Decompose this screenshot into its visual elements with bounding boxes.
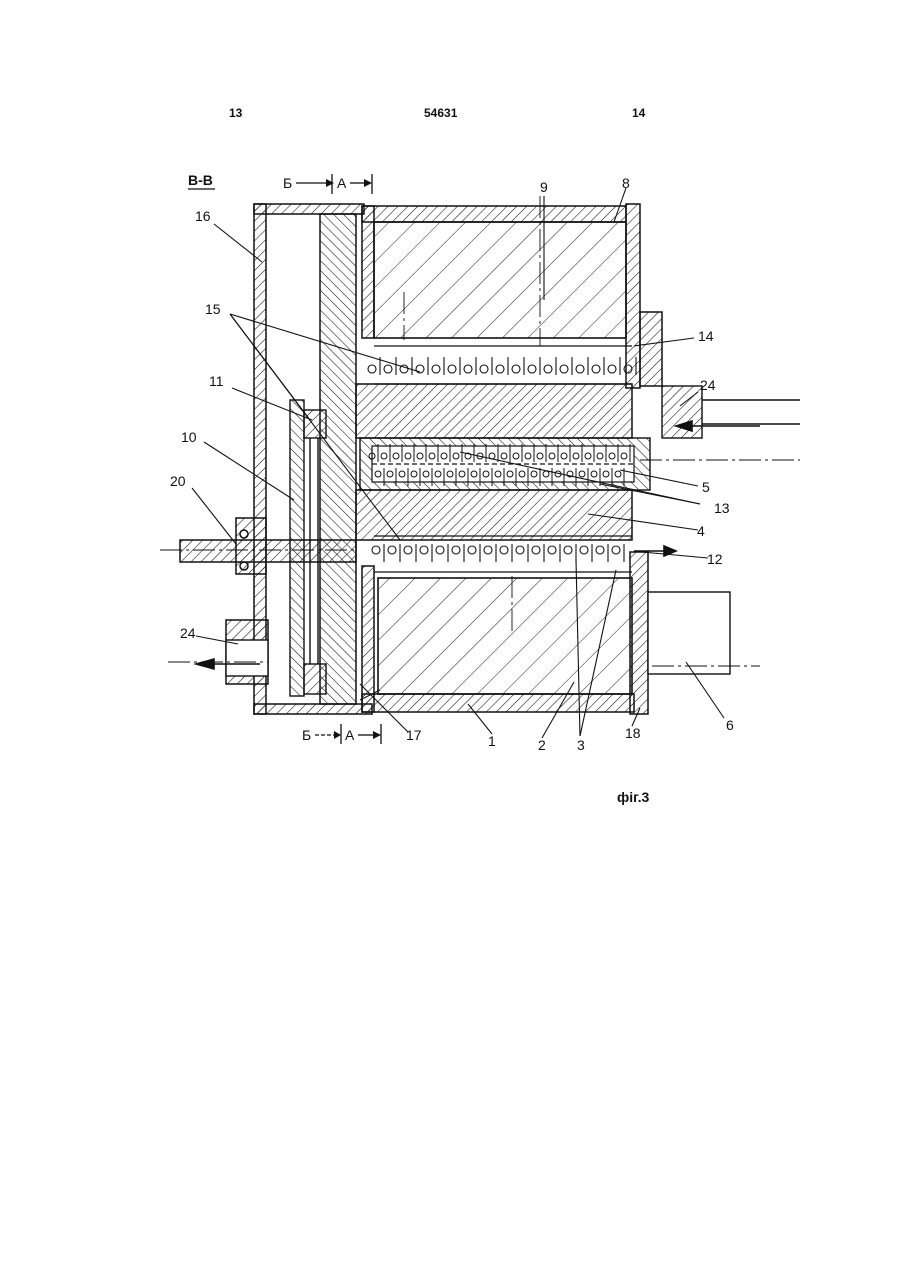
coil-circle xyxy=(452,546,460,554)
callout-20: 20 xyxy=(170,473,186,489)
coil-circle xyxy=(612,546,620,554)
coil-circle xyxy=(532,546,540,554)
coil-circle xyxy=(420,546,428,554)
coil-circle xyxy=(564,546,572,554)
coil-circle xyxy=(560,365,568,373)
coil-circle xyxy=(404,546,412,554)
callout-13: 13 xyxy=(714,500,730,516)
callout-24-right: 24 xyxy=(700,377,716,393)
coil-circle xyxy=(512,365,520,373)
coil-circles-bottom xyxy=(372,544,624,562)
coil-circle xyxy=(368,365,376,373)
coil-circle xyxy=(576,365,584,373)
section-mark-b-top: Б xyxy=(283,175,292,191)
coil-circles-top xyxy=(368,357,636,375)
callout-16: 16 xyxy=(195,208,211,224)
coil-circle xyxy=(500,546,508,554)
coil-circle xyxy=(388,546,396,554)
section-mark-a-bottom: А xyxy=(345,727,355,743)
coil-circle xyxy=(548,546,556,554)
callout-24-left: 24 xyxy=(180,625,196,641)
callout-17: 17 xyxy=(406,727,422,743)
callout-11: 11 xyxy=(209,373,224,389)
callout-4: 4 xyxy=(697,523,705,539)
coil-circle xyxy=(596,546,604,554)
section-mark-b-bottom: Б xyxy=(302,727,311,743)
coil-circle xyxy=(468,546,476,554)
callout-18: 18 xyxy=(625,725,641,741)
coil-circle xyxy=(484,546,492,554)
coil-circle xyxy=(544,365,552,373)
coil-circle xyxy=(496,365,504,373)
section-mark-a-top: А xyxy=(337,175,347,191)
coil-circle xyxy=(464,365,472,373)
coil-circle xyxy=(592,365,600,373)
coil-circle xyxy=(580,546,588,554)
coil-circle xyxy=(432,365,440,373)
section-marks-bottom: Б А xyxy=(302,724,381,744)
coil-circle xyxy=(516,546,524,554)
section-label: В-В xyxy=(188,172,213,188)
coil-circle xyxy=(384,365,392,373)
coil-circle xyxy=(448,365,456,373)
callout-9: 9 xyxy=(540,179,548,195)
callout-12: 12 xyxy=(707,551,723,567)
figure-caption: фіг.3 xyxy=(617,789,649,805)
coil-circle xyxy=(372,546,380,554)
coil-circle xyxy=(608,365,616,373)
coil-circle xyxy=(436,546,444,554)
callout-2: 2 xyxy=(538,737,546,753)
callout-1: 1 xyxy=(488,733,496,749)
callout-8: 8 xyxy=(622,175,630,191)
coil-circle xyxy=(528,365,536,373)
callout-10: 10 xyxy=(181,429,197,445)
callout-6: 6 xyxy=(726,717,734,733)
callout-5: 5 xyxy=(702,479,710,495)
callout-3: 3 xyxy=(577,737,585,753)
coil-circle xyxy=(480,365,488,373)
section-marks-top: Б А xyxy=(283,174,372,194)
callout-14: 14 xyxy=(698,328,714,344)
callout-15: 15 xyxy=(205,301,221,317)
